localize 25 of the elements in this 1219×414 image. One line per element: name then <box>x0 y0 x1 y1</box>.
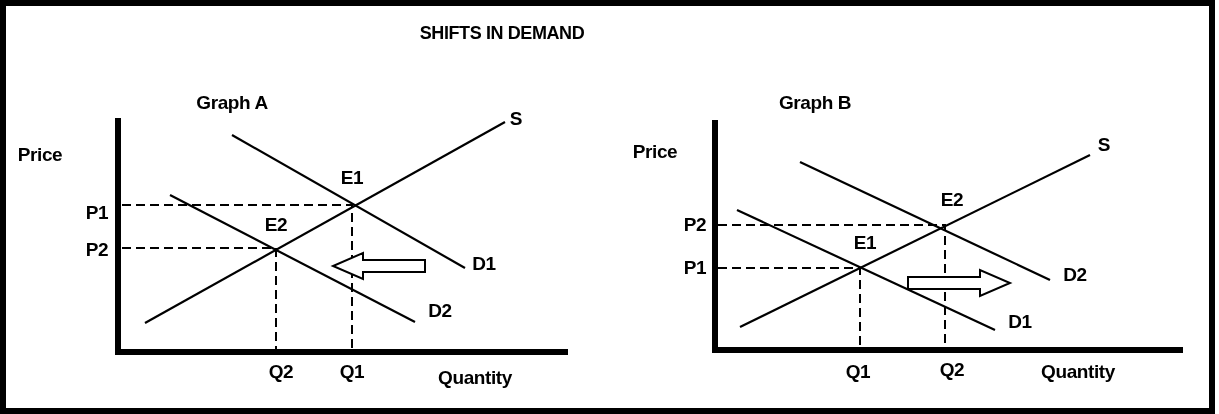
point-label: E1 <box>853 232 877 254</box>
curve-label: D2 <box>428 300 452 322</box>
graph-title: Graph B <box>778 92 852 114</box>
axis-label: Quantity <box>438 367 512 389</box>
curve-label: S <box>1097 134 1111 156</box>
point-label: E1 <box>340 167 364 189</box>
price-label: P2 <box>85 239 109 261</box>
price-label: P1 <box>683 257 707 279</box>
quantity-label: Q2 <box>268 361 294 383</box>
axis-label: Quantity <box>1041 361 1115 383</box>
price-label: P1 <box>85 202 109 224</box>
quantity-label: Q1 <box>339 361 365 383</box>
quantity-label: Q2 <box>939 359 965 381</box>
curve-label: D1 <box>472 253 496 275</box>
quantity-label: Q1 <box>845 361 871 383</box>
graph-title: Graph A <box>196 92 268 114</box>
price-label: P2 <box>683 214 707 236</box>
curve-label: D1 <box>1008 311 1032 333</box>
curve-label: S <box>509 108 523 130</box>
curve-label: D2 <box>1063 264 1087 286</box>
axis-label: Price <box>632 141 678 163</box>
diagram-title: SHIFTS IN DEMAND <box>419 22 585 44</box>
point-label: E2 <box>264 214 288 236</box>
point-label: E2 <box>940 189 964 211</box>
axis-label: Price <box>17 144 63 166</box>
